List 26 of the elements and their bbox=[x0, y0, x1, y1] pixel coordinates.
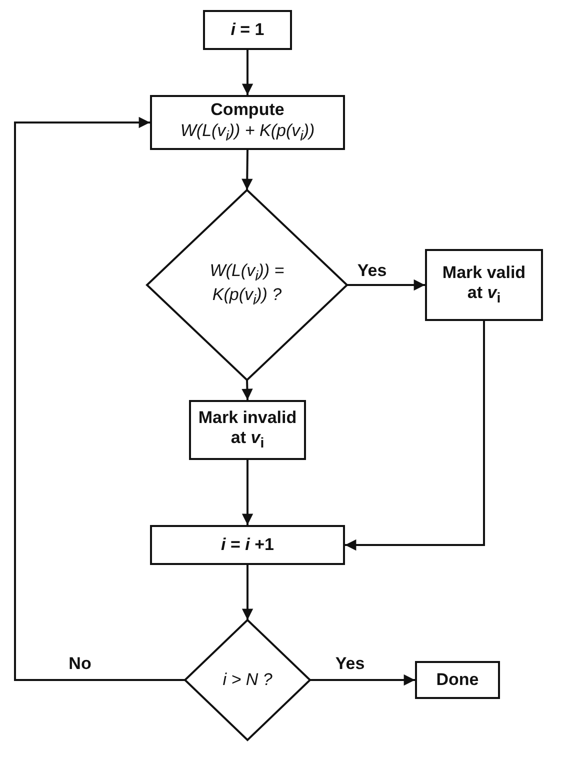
process-box bbox=[189, 400, 306, 460]
arrow bbox=[242, 50, 254, 95]
arrow bbox=[310, 674, 415, 686]
arrow bbox=[242, 150, 253, 190]
process-box bbox=[150, 525, 345, 565]
node-text: W(L(v$_{i}$)) = K(p(v$_{i}$)) ? bbox=[208, 260, 286, 310]
arrow bbox=[242, 460, 254, 525]
process-box bbox=[415, 661, 500, 699]
node-text: Compute bbox=[210, 100, 286, 120]
process-box bbox=[425, 249, 543, 321]
node-text: Mark valid at v$_{i}$ bbox=[441, 262, 527, 308]
node-text: Mark invalid at v$_{i}$ bbox=[197, 408, 298, 452]
arrow bbox=[14, 116, 185, 681]
node-text: i = i +1 bbox=[220, 534, 275, 556]
process-box bbox=[150, 95, 345, 150]
node-text: i = 1 bbox=[230, 20, 266, 40]
decision-diamond bbox=[146, 188, 348, 382]
node-text: Done bbox=[435, 670, 480, 690]
arrow bbox=[242, 565, 254, 620]
arrow bbox=[242, 380, 253, 400]
arrow bbox=[347, 279, 425, 291]
node-text: W(L(v$_{i}$)) + K(p(v$_{i}$)) bbox=[179, 120, 316, 145]
decision-diamond bbox=[184, 618, 312, 742]
node-text: i > N ? bbox=[222, 670, 274, 690]
arrow bbox=[345, 321, 485, 551]
process-box bbox=[203, 10, 292, 50]
